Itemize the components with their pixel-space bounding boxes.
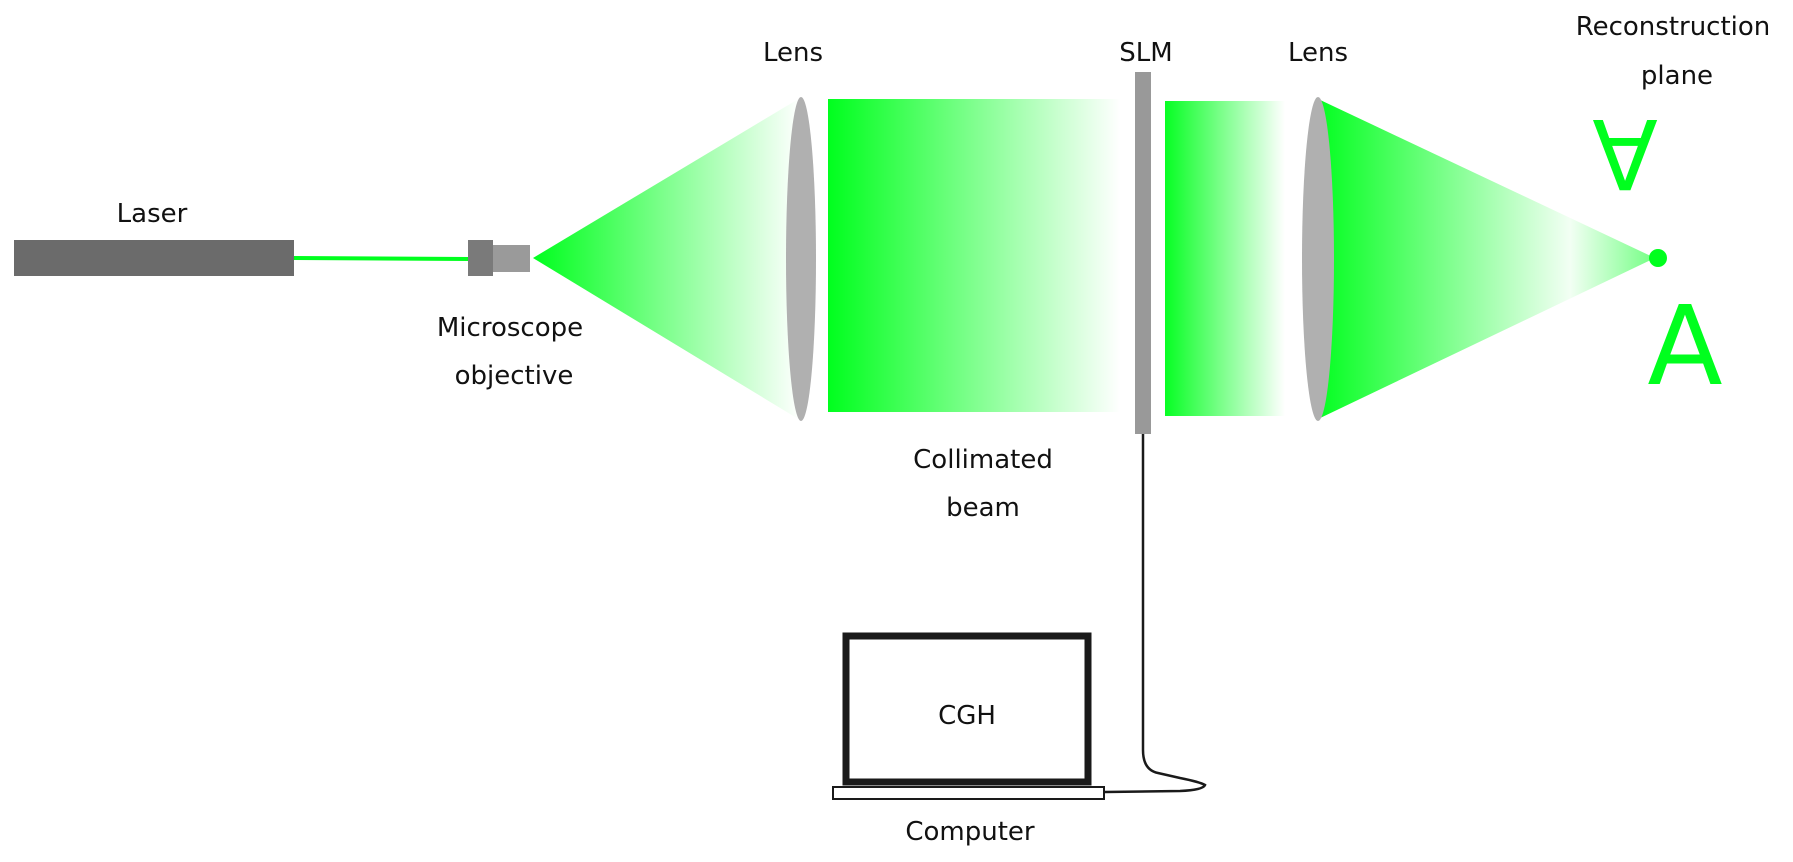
inverted-letter: A [1592, 97, 1658, 209]
lens-1-label: Lens [763, 38, 823, 68]
objective-tip [493, 245, 530, 272]
lens-2-label: Lens [1288, 38, 1348, 68]
focal-point [1649, 249, 1667, 267]
slm-label: SLM [1119, 38, 1172, 68]
objective-label-line2: objective [455, 361, 574, 391]
cgh-label: CGH [938, 701, 996, 731]
slm-cable [1104, 434, 1207, 794]
lens-2 [1302, 97, 1334, 421]
upright-letter: A [1647, 282, 1722, 410]
collimated-label-line2: beam [946, 493, 1020, 523]
modulated-beam [1165, 101, 1285, 416]
laser-label: Laser [117, 199, 188, 229]
reconstruction-label-line2: plane [1641, 61, 1713, 91]
computer-base [832, 786, 1105, 800]
slm-panel [1135, 72, 1151, 434]
computer-label: Computer [905, 817, 1035, 847]
computer-screen [842, 632, 1092, 786]
lens-1 [786, 97, 816, 421]
diverging-beam [533, 98, 800, 420]
objective-base [468, 240, 493, 276]
collimated-label-line1: Collimated [913, 445, 1053, 475]
laser-body [14, 240, 294, 276]
laser-beam [293, 256, 471, 261]
collimated-beam [828, 99, 1120, 412]
objective-label-line1: Microscope [437, 313, 583, 343]
reconstruction-label-line1: Reconstruction [1576, 12, 1771, 42]
converging-beam [1316, 98, 1655, 420]
